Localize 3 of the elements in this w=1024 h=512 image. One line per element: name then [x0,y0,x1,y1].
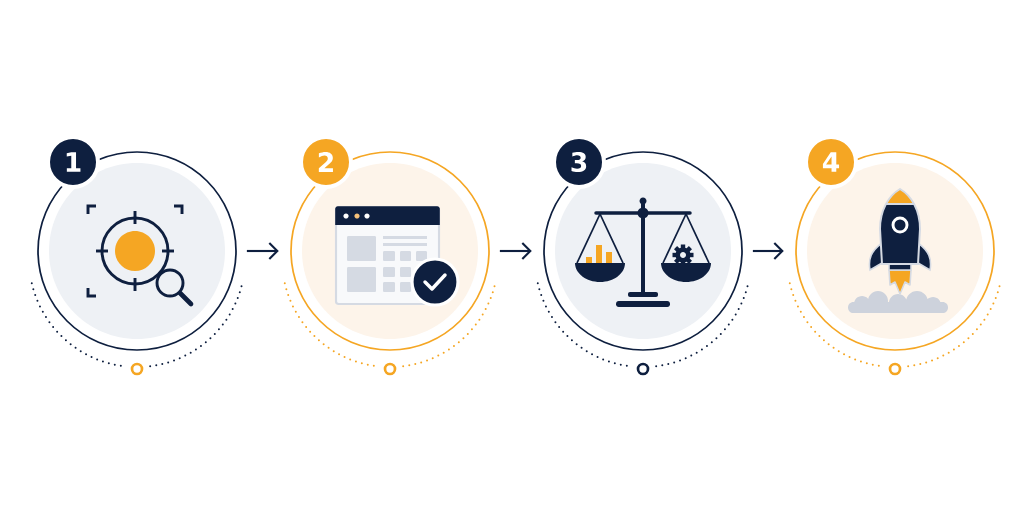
arrow [499,242,532,260]
arrow [752,242,784,260]
arrow [246,242,279,260]
